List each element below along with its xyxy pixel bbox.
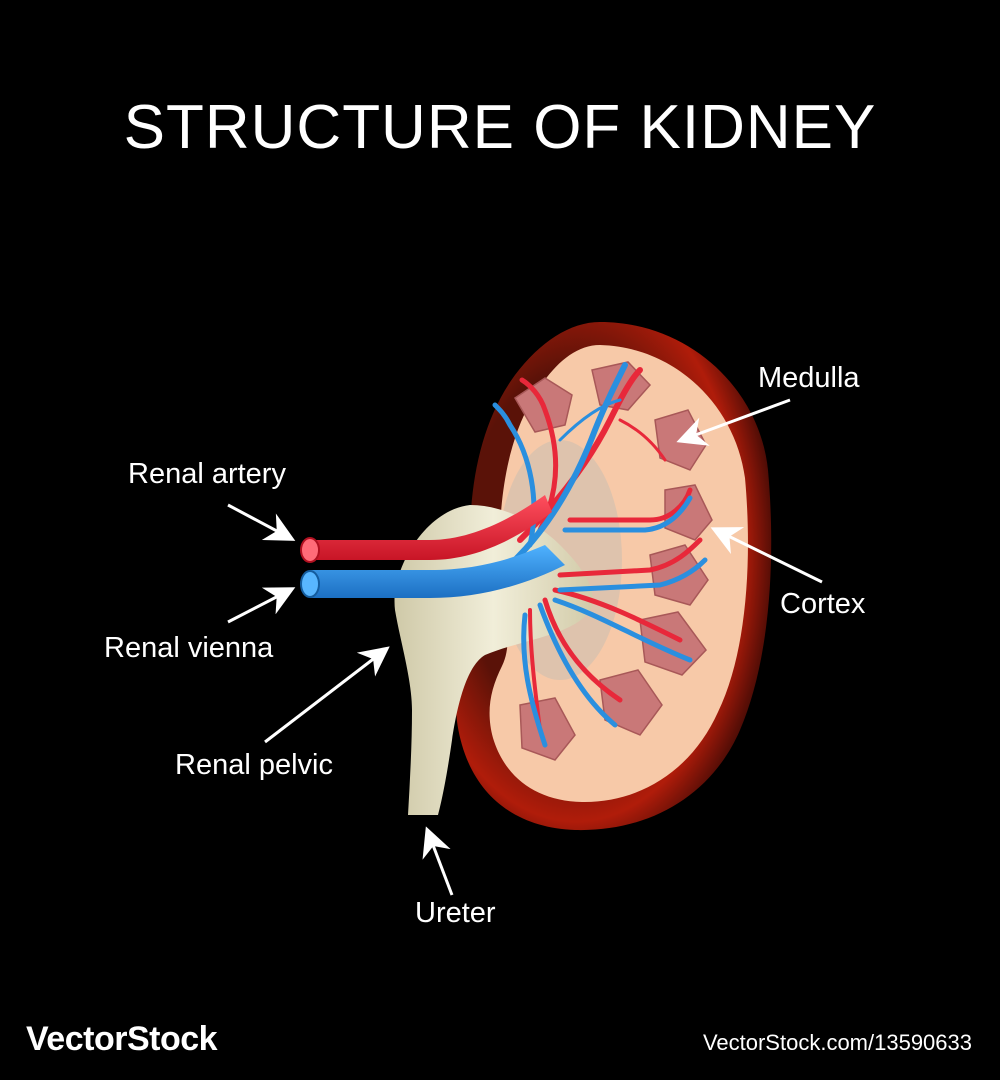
- label-renal-vienna: Renal vienna: [104, 632, 274, 664]
- artery-branch: [542, 597, 623, 703]
- arrow-cortex: [710, 527, 823, 584]
- arrow-renal-vienna: [227, 587, 296, 624]
- diagram-title: STRUCTURE OF KIDNEY: [123, 93, 877, 162]
- vein-branch: [521, 612, 548, 748]
- vein-branch: [562, 495, 693, 533]
- artery-branch: [552, 587, 683, 643]
- arrow-ureter: [422, 826, 454, 896]
- arrow-renal-artery: [227, 503, 296, 541]
- artery-branch: [618, 418, 667, 462]
- label-arrows: [227, 398, 823, 896]
- vein-branch: [512, 362, 628, 563]
- vein-branch: [557, 557, 708, 593]
- watermark-url: VectorStock.com/13590633: [702, 1030, 972, 1055]
- vein-branch: [552, 597, 693, 663]
- artery-branch: [567, 487, 693, 523]
- vein-branch: [537, 602, 618, 728]
- artery-branch: [557, 537, 703, 578]
- watermark-brand: VectorStock: [26, 1020, 218, 1058]
- renal-vein-opening: [300, 570, 320, 598]
- label-cortex: Cortex: [780, 588, 866, 620]
- arrow-renal-pelvic: [264, 646, 390, 744]
- renal-artery-opening: [300, 537, 320, 563]
- arrow-medulla: [676, 398, 791, 446]
- artery-branch: [519, 377, 559, 533]
- label-renal-pelvic: Renal pelvic: [175, 749, 333, 781]
- label-ureter: Ureter: [415, 897, 496, 929]
- renal-artery-vessel: [308, 495, 552, 560]
- pyramid: [649, 544, 709, 606]
- label-medulla: Medulla: [758, 362, 860, 394]
- vein-branch: [558, 398, 622, 442]
- label-renal-artery: Renal artery: [128, 458, 286, 490]
- renal-vein-vessel: [310, 545, 565, 598]
